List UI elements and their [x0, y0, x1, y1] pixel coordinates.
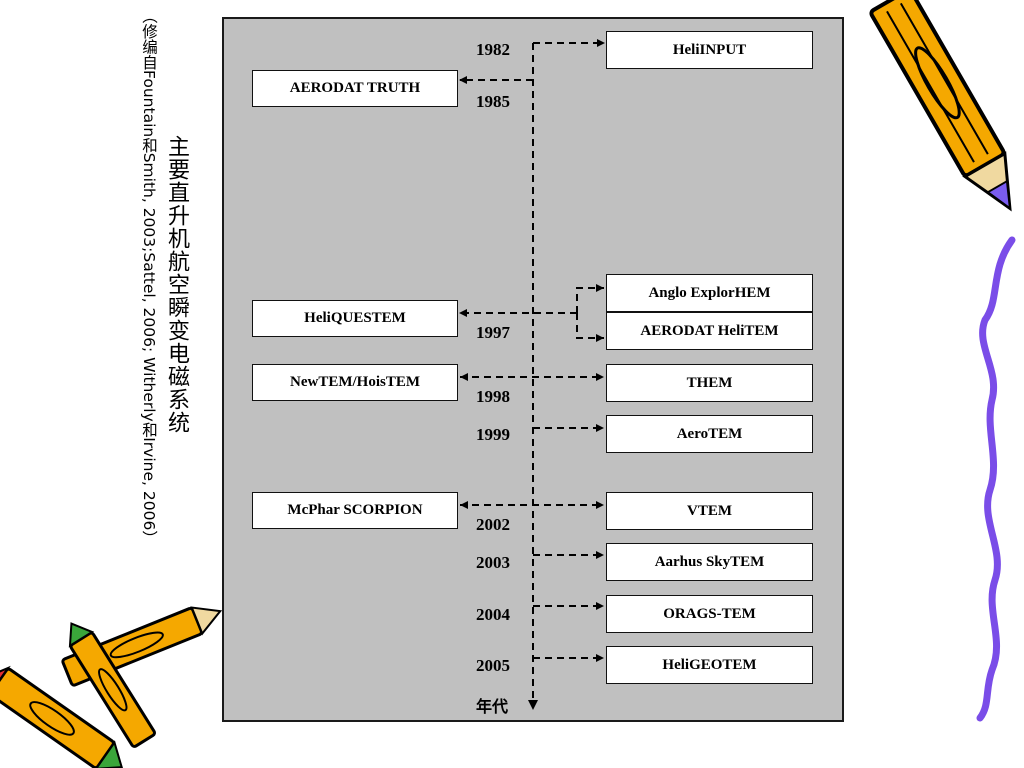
- system-box-vtem: VTEM: [606, 492, 813, 530]
- system-box-heligeotem: HeliGEOTEM: [606, 646, 813, 684]
- system-box-heliinput: HeliINPUT: [606, 31, 813, 69]
- year-label: 2003: [476, 553, 510, 572]
- system-box-aerotem: AeroTEM: [606, 415, 813, 453]
- link-branch-1997b: [576, 313, 604, 339]
- system-box-anglo-explorhem: Anglo ExplorHEM: [606, 274, 813, 312]
- arrowhead: [596, 284, 604, 292]
- system-box-mcphar-scorpion: McPhar SCORPION: [252, 492, 458, 529]
- arrowhead: [596, 654, 604, 662]
- year-label: 1985: [476, 92, 510, 111]
- arrowhead: [596, 334, 604, 342]
- year-label: 1999: [476, 425, 510, 444]
- system-box-them: THEM: [606, 364, 813, 402]
- year-label: 1997: [476, 323, 510, 342]
- arrowhead: [596, 373, 604, 381]
- system-box-aerodat-helitem: AERODAT HeliTEM: [606, 312, 813, 350]
- system-box-aarhus-skytem: Aarhus SkyTEM: [606, 543, 813, 581]
- year-label: 2004: [476, 605, 510, 624]
- year-label: 1998: [476, 387, 510, 406]
- year-label: 1982: [476, 40, 510, 59]
- arrowhead: [460, 373, 468, 381]
- arrowhead: [596, 602, 604, 610]
- source-citation: （修编自Fountain和Smith, 2003;Sattel, 2006; W…: [140, 8, 158, 546]
- page-title: 主要直升机航空瞬变电磁系统: [164, 135, 189, 434]
- arrowhead: [596, 551, 604, 559]
- system-box-orags-tem: ORAGS-TEM: [606, 595, 813, 633]
- arrowhead: [596, 501, 604, 509]
- year-label: 2002: [476, 515, 510, 534]
- axis-label: 年代: [476, 697, 509, 716]
- arrowhead: [596, 424, 604, 432]
- year-label: 2005: [476, 656, 510, 675]
- link-branch-1997: [576, 287, 604, 313]
- arrowhead: [460, 501, 468, 509]
- system-box-aerodat-truth: AERODAT TRUTH: [252, 70, 458, 107]
- system-box-heliquestem: HeliQUESTEM: [252, 300, 458, 337]
- axis-arrowhead: [528, 700, 538, 710]
- system-box-newtem-hoistem: NewTEM/HoisTEM: [252, 364, 458, 401]
